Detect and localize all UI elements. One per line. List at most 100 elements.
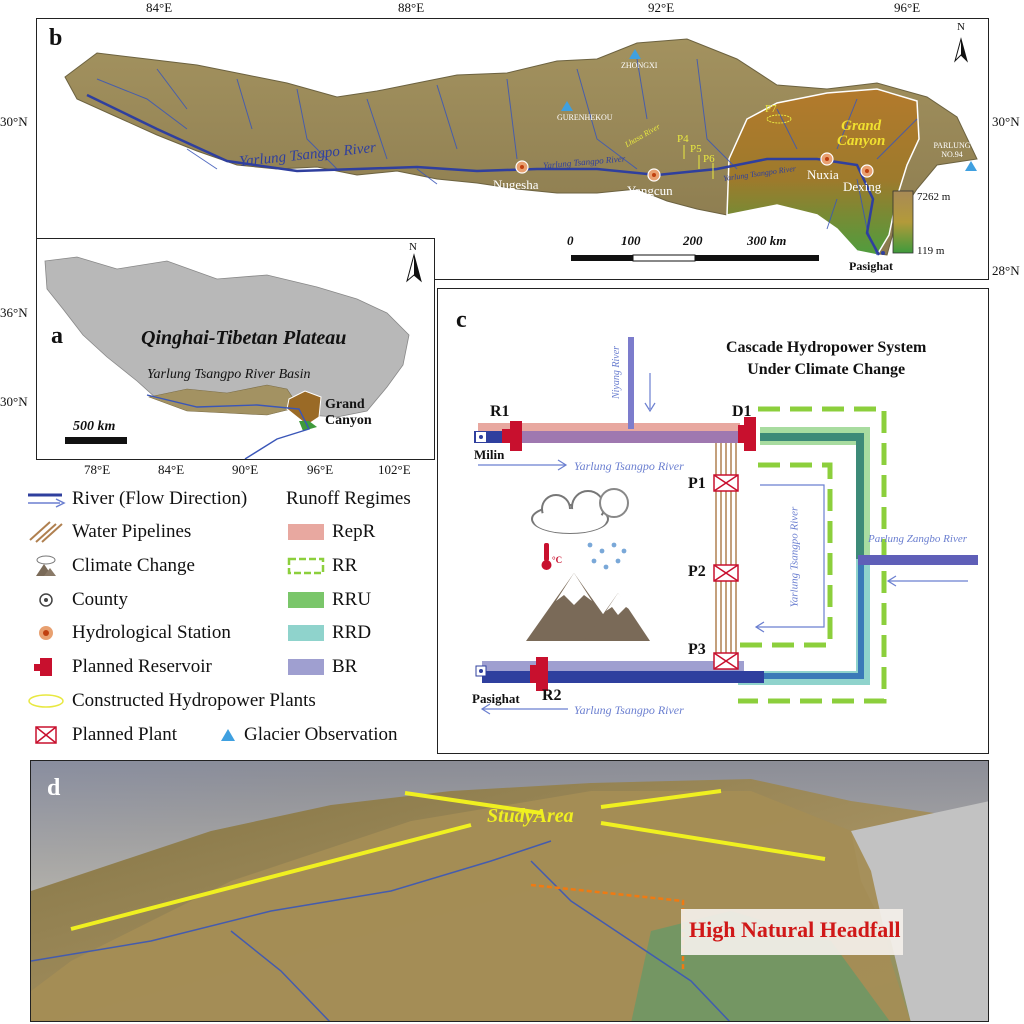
scale-label-a: 500 km (73, 419, 116, 434)
climate-icon (26, 554, 66, 578)
glacier-gurenhekou (561, 101, 573, 111)
legend-rru: RRU (286, 587, 371, 613)
niyang-channel (628, 337, 634, 429)
legend-rru-label: RRU (332, 589, 372, 610)
north-arrow-icon (954, 37, 968, 63)
panel-d-label: d (47, 775, 61, 801)
legend-climate-label: Climate Change (72, 555, 195, 576)
plant-p5-label: P5 (690, 143, 702, 155)
p1-label: P1 (688, 475, 706, 492)
scale-bar (571, 254, 819, 262)
r2-label: R2 (542, 687, 562, 704)
rrd-swatch (286, 623, 326, 643)
panel-d-3d-view: d StudyArea High Natural Headfall (30, 760, 989, 1022)
elevation-bar (892, 190, 914, 254)
river-small (146, 394, 310, 459)
panel-c-svg (474, 337, 978, 715)
legend-br-label: BR (332, 656, 358, 677)
rr-swatch (286, 556, 326, 576)
rrd-band (738, 559, 870, 685)
bottom-channel-river (482, 671, 744, 683)
glacier-parlung (965, 161, 977, 171)
niyang-label: Niyang River (611, 345, 623, 400)
panel-c-label: c (456, 307, 467, 333)
plant-p4-label: P4 (677, 133, 689, 145)
runoff-title: Runoff Regimes (286, 486, 411, 512)
legend-river-label: River (Flow Direction) (72, 488, 248, 509)
panel-b-map: b N Yarlung Tsangpo River Yarlung Tsangp… (36, 18, 989, 280)
elev-max-label: 7262 m (917, 191, 951, 203)
top-tick-88: 88°E (398, 0, 425, 15)
a-tick-36n: 36°N (0, 305, 28, 320)
county-milin-icon (476, 432, 486, 442)
legend-ellipse: Constructed Hydropower Plants (26, 688, 316, 714)
scale-200: 200 (683, 233, 703, 248)
panel-c-diagram: c Cascade Hydropower System Under Climat… (437, 288, 989, 754)
legend-climate: Climate Change (26, 553, 195, 579)
station-nugesha: Nugesha (493, 177, 539, 192)
top-tick-96: 96°E (894, 0, 921, 15)
top-tick-92: 92°E (648, 0, 675, 15)
right-tick-28n: 28°N (992, 263, 1020, 278)
panel-b-svg (64, 37, 978, 262)
rru-band (760, 427, 870, 559)
plant-p7-label: P7 (765, 103, 777, 115)
scale-300: 300 km (747, 233, 787, 248)
br-swatch (286, 657, 326, 677)
panel-a-map: a N Qinghai-Tibetan Plateau Yarlung Tsan… (36, 238, 435, 460)
legend-rrd: RRD (286, 620, 371, 646)
station-dexing: Dexing (843, 179, 882, 194)
ytr-vertical-label: Yarlung Tsangpo River (788, 506, 801, 608)
temp-label: °C (552, 555, 563, 565)
reservoir-r1-icon (502, 421, 522, 451)
pasighat-c-label: Pasighat (472, 691, 520, 706)
panel-a-north: N (409, 241, 417, 253)
canyon-label: Grand Canyon (837, 118, 886, 149)
p3-label: P3 (688, 641, 706, 658)
rain-drops-icon (587, 542, 627, 570)
legend-station-label: Hydrological Station (72, 622, 231, 643)
glacier-gurenhekou-label: GURENHEKOU (557, 113, 613, 122)
top-tick-84: 84°E (146, 0, 173, 15)
thermometer-icon (541, 543, 552, 570)
plant-icon (26, 724, 66, 746)
study-area-lines (70, 789, 826, 931)
river-arrow-icon (26, 489, 66, 509)
station-markers (515, 152, 874, 182)
scale-0: 0 (567, 233, 574, 248)
legend-rr-label: RR (332, 555, 358, 576)
a-tick-90e: 90°E (232, 462, 259, 477)
glacier-parlung-label: PARLUNG NO.94 (933, 141, 971, 159)
plant-p2-icon (713, 564, 739, 582)
main-river (86, 93, 881, 256)
station-icon (26, 623, 66, 643)
runoff-title-label: Runoff Regimes (286, 488, 411, 509)
a-tick-78e: 78°E (84, 462, 111, 477)
legend-county-label: County (72, 589, 128, 610)
canyon-label-a: Grand Canyon (325, 397, 372, 428)
panel-d-svg (31, 761, 988, 1021)
plant-p1-icon (713, 474, 739, 492)
legend-glacier: Glacier Observation (218, 722, 398, 748)
glacier-triangle-icon (218, 725, 238, 745)
headfall-box (681, 909, 903, 955)
r1-label: R1 (490, 403, 510, 420)
rr-inner-dashed (738, 462, 833, 648)
d1-label: D1 (732, 403, 752, 420)
cloud-icon (531, 488, 629, 534)
plateau-shape (44, 256, 410, 418)
plant-p6-label: P6 (703, 153, 715, 165)
elev-min-label: 119 m (917, 245, 945, 257)
reservoir-icon (26, 656, 66, 678)
legend-repr: RepR (286, 519, 375, 545)
legend-rrd-label: RRD (332, 622, 372, 643)
ellipse-icon (26, 691, 66, 711)
county-icon (26, 590, 66, 610)
panel-c-title: Cascade Hydropower System Under Climate … (726, 339, 927, 378)
ellipse-p7 (766, 114, 792, 124)
legend-river: River (Flow Direction) (26, 486, 247, 512)
basin-label: Yarlung Tsangpo River Basin (147, 367, 311, 382)
plant-p3-icon (713, 652, 739, 670)
legend-ellipse-label: Constructed Hydropower Plants (72, 690, 316, 711)
station-nuxia: Nuxia (807, 167, 839, 182)
